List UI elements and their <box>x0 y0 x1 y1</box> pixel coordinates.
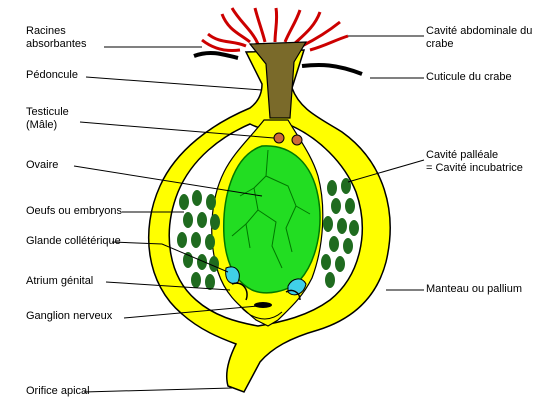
label-mantle: Manteau ou pallium <box>426 283 522 296</box>
crab-cuticle <box>194 53 238 58</box>
testis-right <box>292 135 302 145</box>
collateral-gland-left <box>226 267 240 284</box>
label-pallial-cavity: Cavité palléale = Cavité incubatrice <box>426 149 523 175</box>
label-peduncle: Pédoncule <box>26 69 78 82</box>
label-absorbing-roots: Racines absorbantes <box>26 25 87 51</box>
label-ovary: Ovaire <box>26 159 58 172</box>
label-nerve-ganglion: Ganglion nerveux <box>26 310 112 323</box>
label-collateral-gland: Glande collétérique <box>26 235 121 248</box>
crab-cuticle-right <box>302 65 362 74</box>
label-crab-abdominal-cavity: Cavité abdominale du crabe <box>426 25 532 51</box>
nerve-ganglion <box>254 302 272 308</box>
label-testis: Testicule (Mâle) <box>26 106 69 132</box>
label-eggs: Oeufs ou embryons <box>26 205 122 218</box>
label-crab-cuticle: Cuticule du crabe <box>426 71 512 84</box>
testis-left <box>274 133 284 143</box>
label-apical-orifice: Orifice apical <box>26 385 90 398</box>
label-genital-atrium: Atrium génital <box>26 275 93 288</box>
